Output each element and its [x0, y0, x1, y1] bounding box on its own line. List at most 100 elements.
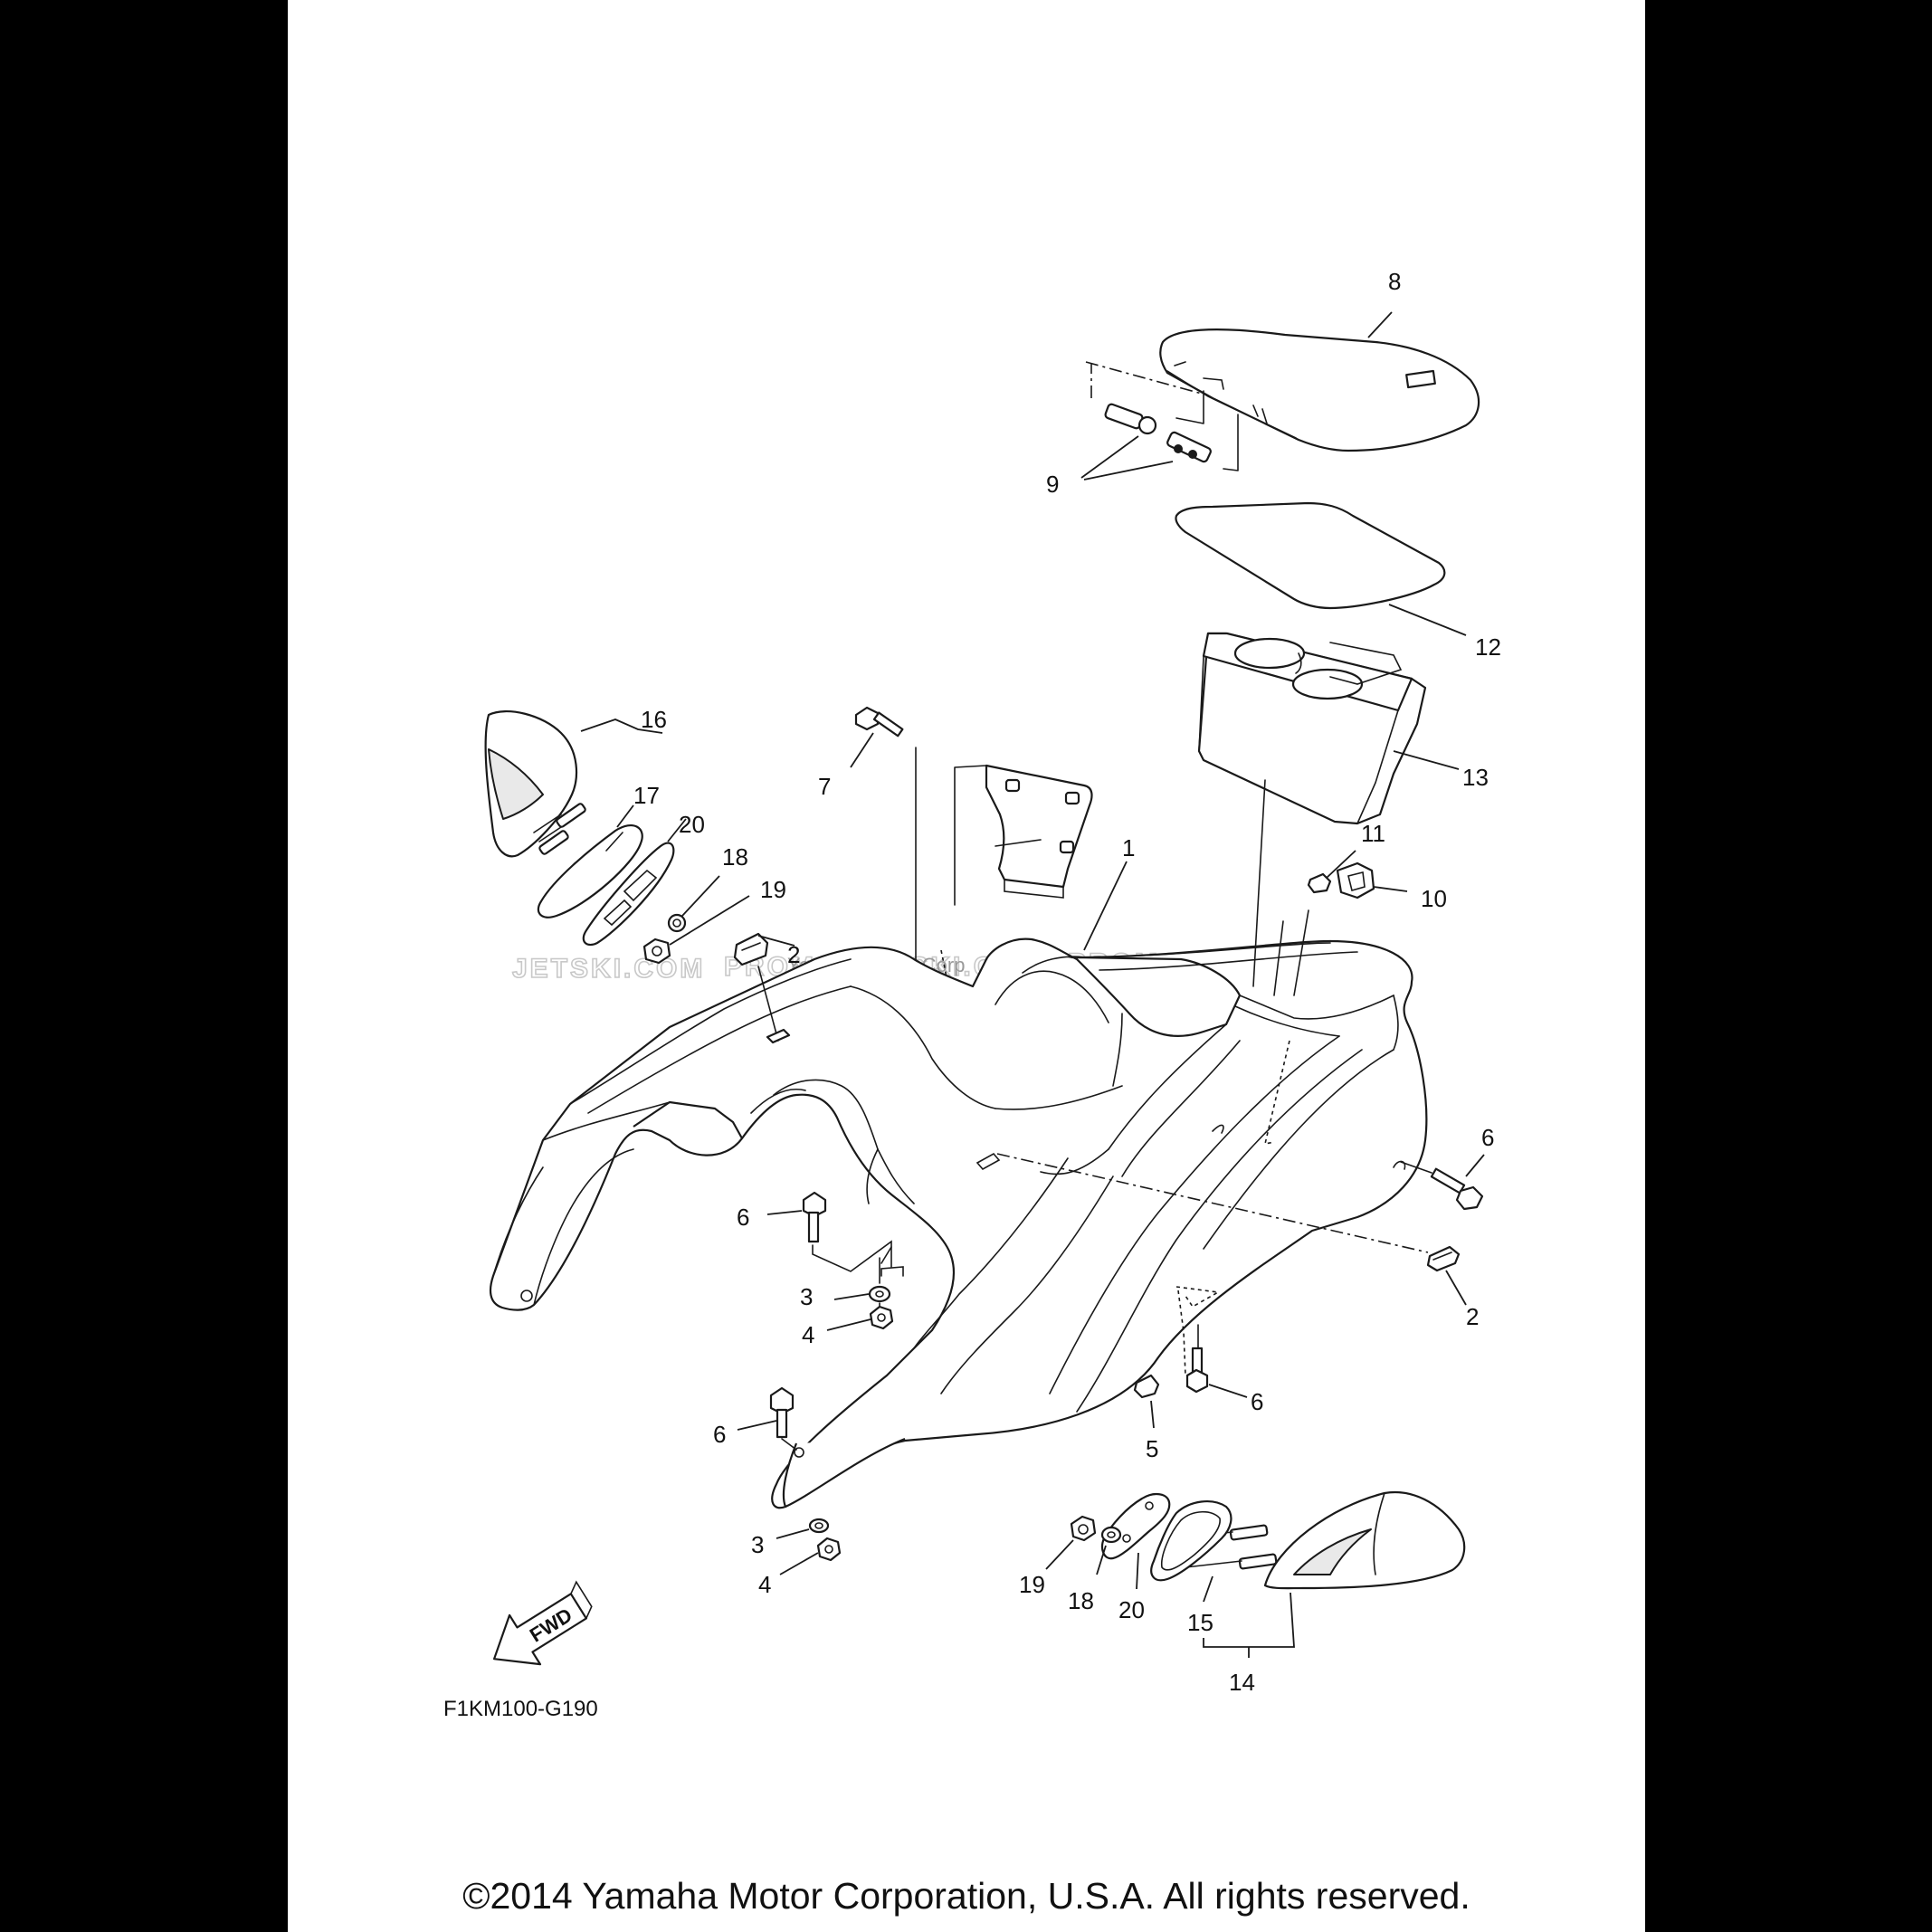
bolt-part-6-upper	[802, 1191, 827, 1243]
leader-2-left	[757, 935, 795, 947]
bolt-part-7	[854, 706, 904, 738]
leader-6-right-lower	[1208, 1384, 1248, 1398]
leader-13	[1393, 750, 1460, 770]
studs-part-14	[1175, 1524, 1278, 1570]
callout-8: 8	[1388, 268, 1401, 295]
leader-7	[850, 732, 874, 768]
leader-18-right	[1096, 1545, 1107, 1575]
callout-6-lower: 6	[713, 1421, 726, 1448]
leader-19-right	[1045, 1539, 1074, 1570]
leader-4-lower	[779, 1552, 819, 1575]
callout-18-left: 18	[722, 843, 748, 871]
callout-3-lower: 3	[751, 1531, 764, 1558]
bracket-guide	[954, 765, 987, 906]
bin-axis	[1252, 779, 1266, 987]
mat-part-12	[1175, 501, 1446, 610]
leader-6-upper	[766, 1210, 803, 1215]
clip-11-axis	[1273, 920, 1284, 996]
clip-2-left-axis	[757, 966, 779, 1042]
clip-2-left-slot	[766, 1028, 791, 1044]
leader-11	[1326, 850, 1356, 879]
callout-1: 1	[1122, 834, 1135, 861]
callout-20-left: 20	[679, 811, 705, 838]
callout-2-right: 2	[1466, 1303, 1479, 1330]
leader-4-upper	[826, 1318, 871, 1331]
bracket	[985, 764, 1093, 899]
tail-light-part-16	[484, 710, 586, 858]
seat-part-8	[1159, 328, 1480, 452]
leader-1	[1083, 861, 1128, 951]
callout-11: 11	[1361, 820, 1385, 847]
copyright-footer: ©2014 Yamaha Motor Corporation, U.S.A. A…	[462, 1875, 1470, 1917]
fwd-arrow: FWD	[492, 1580, 593, 1666]
callout-9: 9	[1046, 471, 1059, 498]
callout-15: 15	[1187, 1609, 1213, 1636]
leader-14	[1203, 1592, 1295, 1648]
leader-5	[1150, 1400, 1155, 1429]
bolt-6-lower-axis	[781, 1438, 797, 1451]
callout-12: 12	[1475, 633, 1501, 661]
gasket-part-15	[1150, 1500, 1232, 1582]
callout-19-right: 19	[1019, 1571, 1045, 1598]
nut-part-4-upper	[869, 1305, 894, 1330]
callout-10: 10	[1421, 885, 1447, 912]
leader-10	[1373, 886, 1408, 892]
leader-2-right	[1445, 1270, 1467, 1306]
callout-4-lower: 4	[758, 1571, 771, 1598]
leader-6-right	[1465, 1154, 1485, 1177]
clip-10-axis	[1293, 909, 1309, 996]
callout-5: 5	[1146, 1435, 1158, 1462]
leader-16	[580, 719, 663, 734]
callout-7: 7	[818, 773, 831, 800]
washer-part-3-upper	[868, 1285, 891, 1303]
washer-part-3-lower	[808, 1518, 830, 1534]
callout-20-right: 20	[1118, 1596, 1145, 1623]
diagram-sheet	[288, 0, 1645, 1932]
callout-6-right-lower: 6	[1251, 1388, 1263, 1415]
leader-3-lower	[776, 1528, 810, 1539]
callout-4-upper: 4	[802, 1321, 814, 1348]
tail-light-part-14	[1263, 1491, 1466, 1590]
clip-part-10	[1336, 861, 1375, 899]
leader-20-right	[1136, 1552, 1139, 1590]
drawing-code: F1KM100-G190	[443, 1697, 598, 1721]
nut-part-4-lower	[816, 1537, 842, 1562]
plate-part-20-left	[582, 842, 675, 947]
clip-2-right-axis	[996, 1153, 1429, 1253]
leader-3-upper	[833, 1293, 870, 1300]
storage-bin-part-13	[1197, 632, 1427, 825]
nut-part-19-right	[1070, 1515, 1097, 1542]
clip-part-5	[1133, 1374, 1160, 1399]
callout-2-left: 2	[787, 941, 800, 968]
clip-part-11	[1307, 872, 1332, 894]
latch-part-9	[1080, 361, 1239, 481]
watermark-jetski: JETSKI.COM	[512, 954, 705, 984]
callout-14: 14	[1229, 1669, 1255, 1696]
leader-18-left	[681, 875, 720, 917]
nut-part-19-left	[642, 937, 671, 965]
bolt-part-6-right-lower	[1185, 1347, 1209, 1394]
gasket-part-17	[537, 824, 643, 918]
bolt-part-6-lower	[769, 1386, 795, 1439]
washer-part-18-left	[667, 913, 687, 933]
bolt-6-upper-socket	[880, 1266, 904, 1277]
clip-part-2-left	[733, 932, 769, 966]
leader-6-lower	[737, 1420, 777, 1431]
leader-15	[1203, 1575, 1213, 1603]
callout-13: 13	[1462, 764, 1489, 791]
deck-dotted-channel	[1263, 1040, 1290, 1146]
deck-part-1	[489, 937, 1428, 1509]
leader-19-left	[669, 895, 750, 946]
clip-part-2-right	[1426, 1245, 1461, 1272]
bolt-6-right-axis	[1400, 1161, 1432, 1174]
leader-17	[616, 804, 634, 828]
washer-part-18-right	[1100, 1526, 1122, 1544]
callout-3-upper: 3	[800, 1283, 813, 1310]
callout-6-upper: 6	[737, 1204, 749, 1231]
callout-19-left: 19	[760, 876, 786, 903]
callout-16: 16	[641, 706, 667, 733]
callout-6-right: 6	[1481, 1124, 1494, 1151]
bolt-6-upper-axis	[812, 1240, 892, 1272]
leader-20-left	[667, 818, 687, 842]
